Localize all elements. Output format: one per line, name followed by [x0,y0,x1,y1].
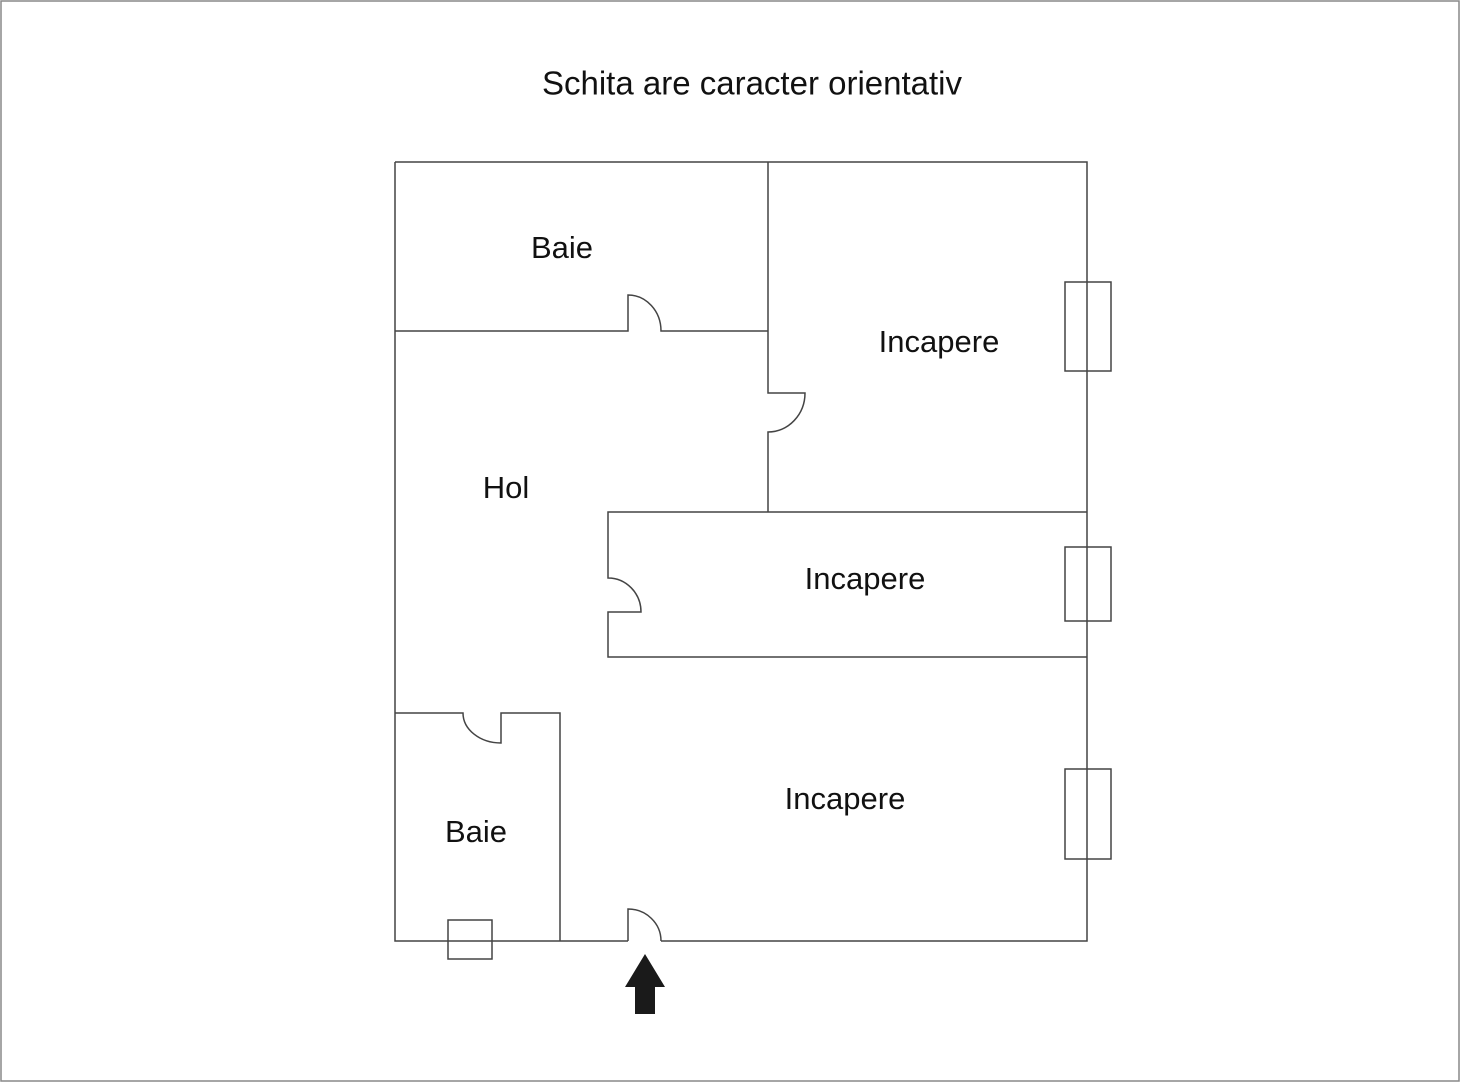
room-label-bathroom-top: Baie [531,230,593,265]
bathroom-wall [395,294,768,332]
window [1064,768,1112,860]
outer-wall-left [394,162,628,942]
room-label-room-top: Incapere [879,324,1000,359]
window [1064,281,1112,372]
room-label-bathroom-bottom: Baie [445,814,507,849]
entrance-arrow-icon [625,954,665,1014]
room-label-room-middle: Incapere [805,561,926,596]
room-label-hallway: Hol [483,470,530,505]
entrance-door [627,908,662,942]
windows [447,281,1112,960]
walls [394,161,1088,942]
window [447,919,493,960]
middle-room-wall [607,511,1087,658]
room-label-room-bottom: Incapere [785,781,906,816]
lower-bathroom-wall [395,712,561,941]
room-wall [767,162,806,512]
plan-title: Schita are caracter orientativ [542,65,963,102]
outer-wall [395,161,1088,942]
window [1064,546,1112,622]
